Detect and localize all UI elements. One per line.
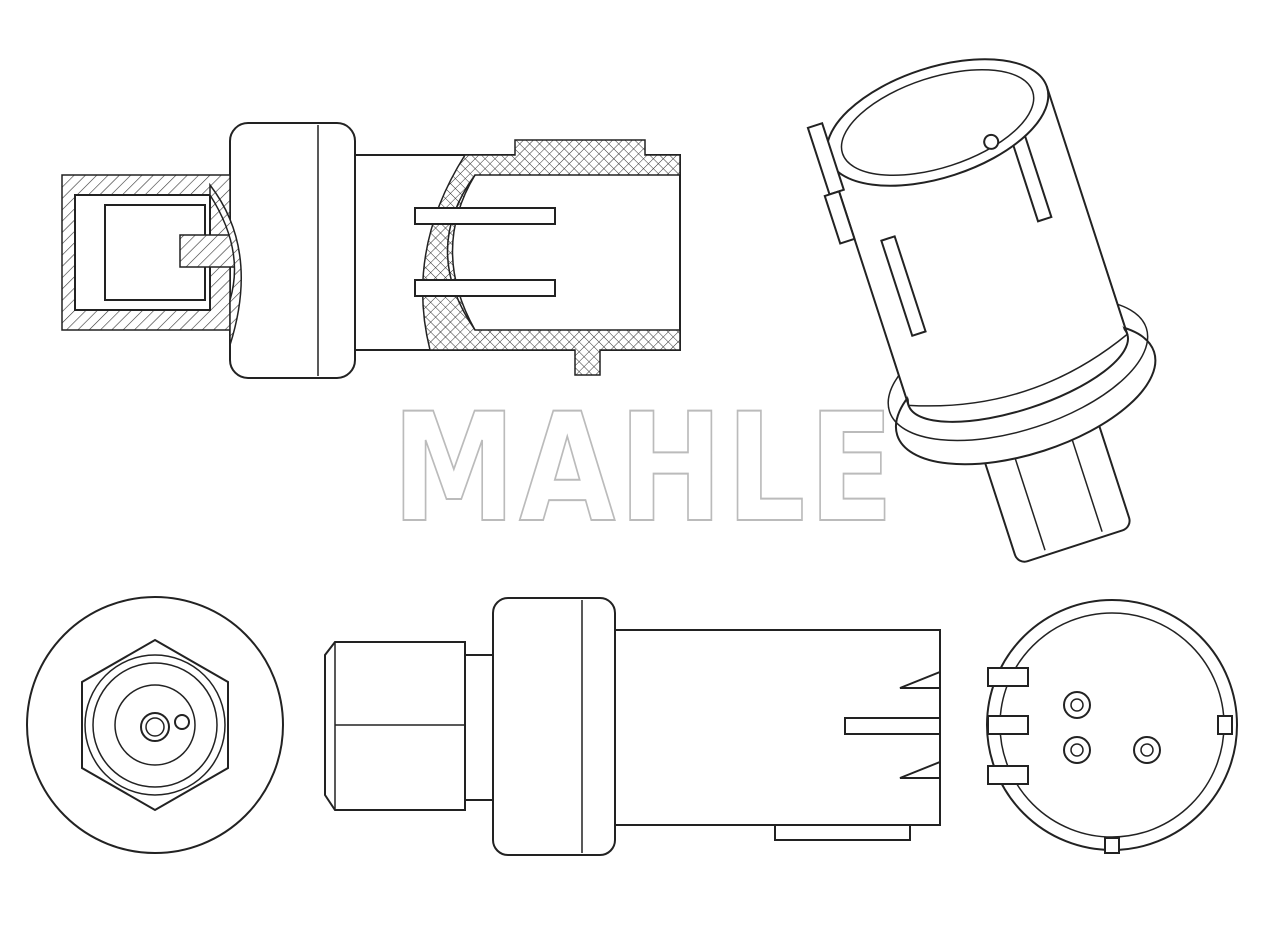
- side-view: [324, 597, 941, 856]
- front-port-view: [26, 596, 284, 854]
- mahle-watermark: MAHLE: [392, 382, 897, 556]
- side-section-view: [61, 122, 681, 379]
- perspective-view: [806, 58, 1157, 563]
- connector-end-view: [986, 599, 1238, 854]
